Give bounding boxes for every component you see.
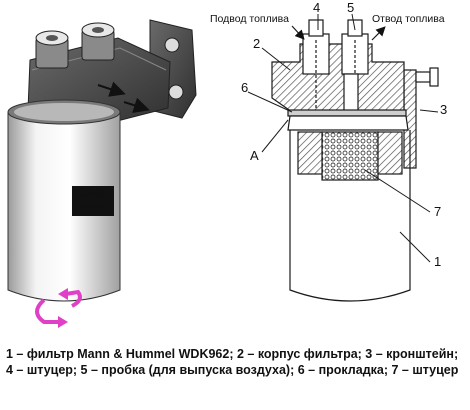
callout-4: 4 [313,0,320,15]
callout-6: 6 [241,80,248,95]
inlet-label: Подвод топлива [210,13,289,25]
callout-1: 1 [434,254,441,269]
brand-line-2: FILTER [79,203,107,212]
flow-arrows-icon [35,288,82,328]
leader-lines [247,13,439,263]
callout-5: 5 [347,0,354,15]
fuel-filter-diagram: MANN FILTER [7,0,447,328]
figure-caption: 1 – фильтр Mann & Hummel WDK962; 2 – кор… [6,347,459,377]
callout-3: 3 [440,102,447,117]
brand-badge: MANN FILTER [72,186,114,216]
brand-line-1: MANN [81,191,105,200]
callout-2: 2 [253,36,260,51]
callout-7: 7 [434,204,441,219]
outlet-label: Отвод топлива [372,13,445,25]
callout-a: А [250,148,259,163]
filter-assembly-photo [7,19,197,302]
filter-section-drawing [271,19,439,302]
